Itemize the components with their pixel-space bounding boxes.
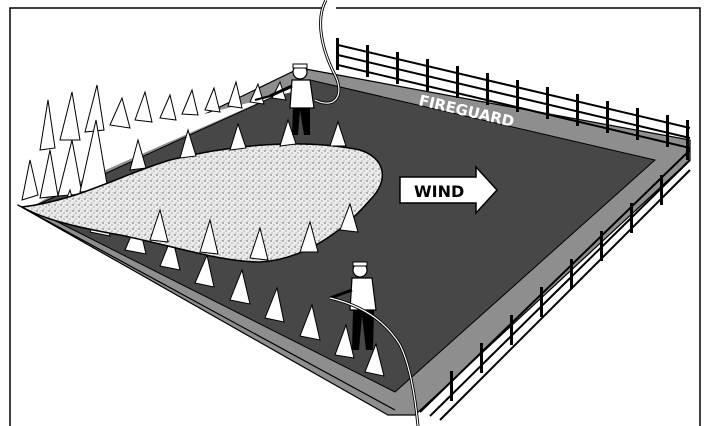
wind-label: WIND — [414, 182, 464, 201]
